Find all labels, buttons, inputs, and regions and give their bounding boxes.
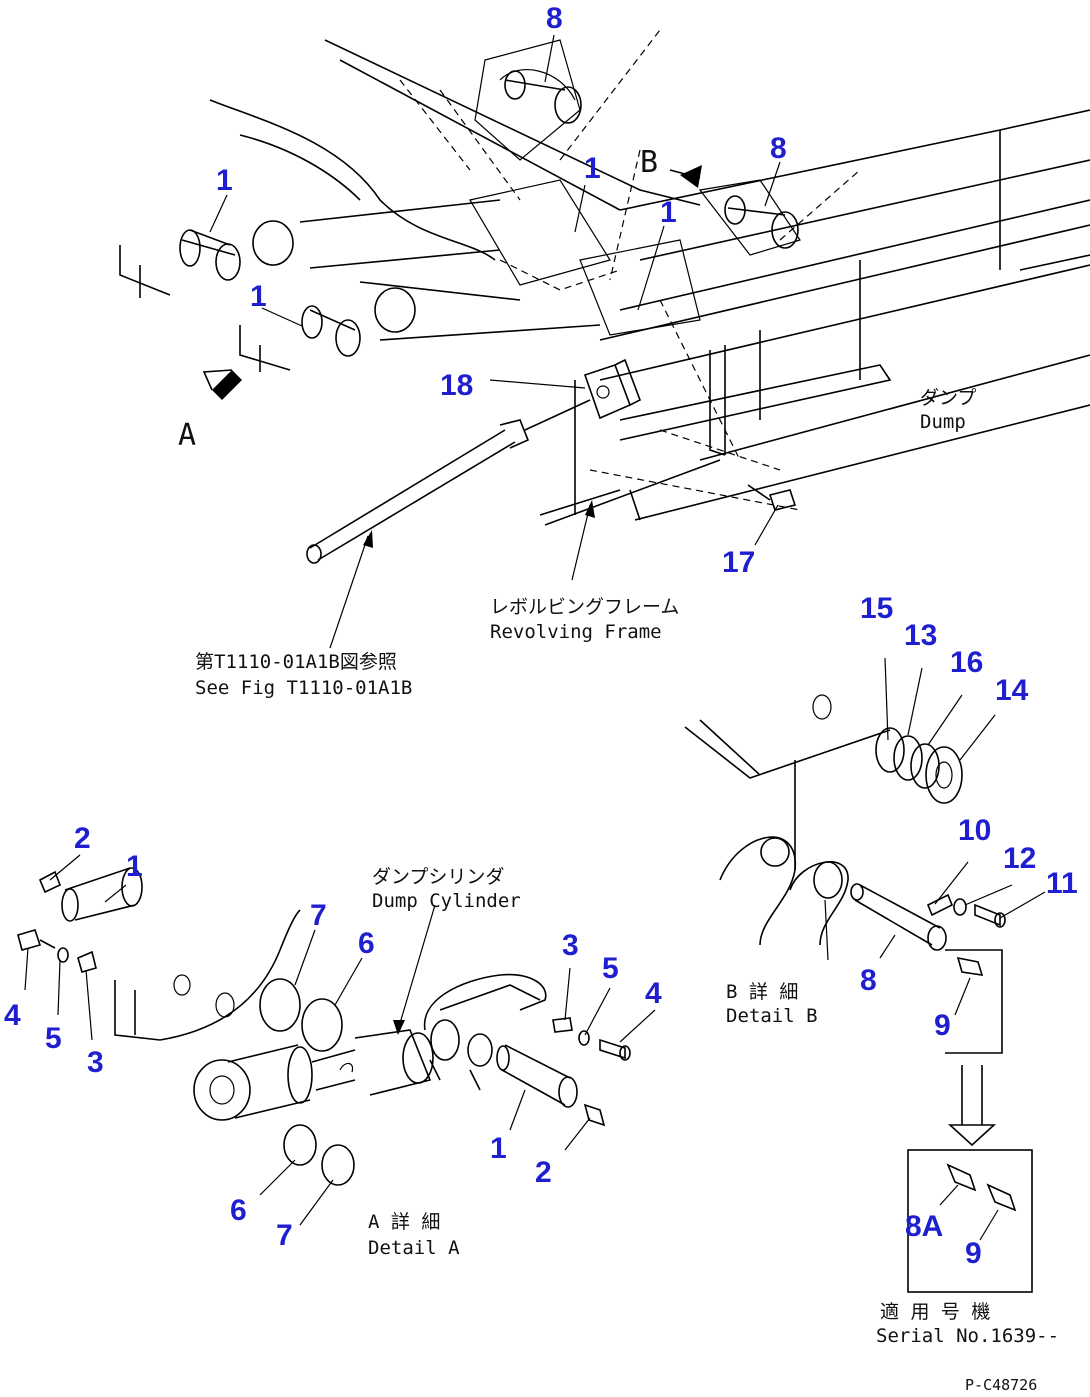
dump-label-jp: ダンプ bbox=[920, 387, 976, 409]
detail-b-label-jp: B 詳 細 bbox=[726, 981, 798, 1003]
callout-6-detail-a-bottom: 6 bbox=[230, 1194, 247, 1227]
callout-8-top-right: 8 bbox=[770, 132, 787, 165]
callout-13: 13 bbox=[904, 619, 937, 652]
callout-9-detail-b: 9 bbox=[934, 1009, 951, 1042]
callout-14: 14 bbox=[995, 674, 1029, 707]
callout-3-detail-a-left: 3 bbox=[87, 1046, 104, 1079]
callout-10: 10 bbox=[958, 814, 991, 847]
drawing-code: P-C48726 bbox=[965, 1376, 1037, 1394]
callout-1-detail-a-left: 1 bbox=[126, 850, 143, 883]
callout-1-detail-a-right: 1 bbox=[490, 1132, 507, 1165]
callout-1-top-left: 1 bbox=[216, 164, 233, 197]
callout-3-detail-a-right: 3 bbox=[562, 929, 579, 962]
dump-cylinder-label-jp: ダンプシリンダ bbox=[372, 866, 504, 888]
detail-a-label-jp: A 詳 細 bbox=[368, 1211, 440, 1233]
serial-label-jp: 適 用 号 機 bbox=[880, 1301, 990, 1323]
view-a-label: A bbox=[178, 418, 196, 453]
callout-15: 15 bbox=[860, 592, 893, 625]
callout-8-detail-b: 8 bbox=[860, 964, 877, 997]
callout-4-detail-a-right: 4 bbox=[645, 977, 662, 1010]
callout-2-detail-a-left: 2 bbox=[74, 822, 91, 855]
callout-12: 12 bbox=[1003, 842, 1036, 875]
callout-17: 17 bbox=[722, 546, 755, 579]
callout-18: 18 bbox=[440, 369, 473, 402]
revolving-frame-label-en: Revolving Frame bbox=[490, 621, 662, 643]
callout-9-serial-box: 9 bbox=[965, 1237, 982, 1270]
detail-a-view: 2 1 4 5 3 7 6 3 5 4 1 2 6 7 ダンプシリンダ Dump… bbox=[4, 822, 662, 1259]
detail-a-label-en: Detail A bbox=[368, 1237, 460, 1259]
detail-b-view: 15 13 16 14 10 12 11 8 9 8A 9 B 詳 細 Deta… bbox=[684, 592, 1078, 1347]
serial-label-en: Serial No.1639-- bbox=[876, 1325, 1059, 1347]
callout-7-detail-a-top: 7 bbox=[310, 899, 327, 932]
callout-8-top-left: 8 bbox=[546, 2, 563, 35]
callout-5-detail-a-right: 5 bbox=[602, 952, 619, 985]
see-fig-label-jp: 第T1110-01A1B図参照 bbox=[195, 651, 397, 673]
revolving-frame-label-jp: レボルビングフレーム bbox=[490, 596, 679, 618]
callout-11: 11 bbox=[1046, 867, 1078, 900]
callout-1-top-lower: 1 bbox=[250, 280, 267, 313]
callout-2-detail-a-right: 2 bbox=[535, 1156, 552, 1189]
callout-16: 16 bbox=[950, 646, 983, 679]
callout-7-detail-a-bottom: 7 bbox=[276, 1219, 293, 1252]
callout-1-top-center: 1 bbox=[584, 152, 601, 185]
dump-cylinder-label-en: Dump Cylinder bbox=[372, 890, 521, 912]
callout-4-detail-a-left: 4 bbox=[4, 999, 21, 1032]
callout-1-top-right: 1 bbox=[660, 196, 677, 229]
dump-label-en: Dump bbox=[920, 411, 966, 433]
see-fig-label-en: See Fig T1110-01A1B bbox=[195, 677, 412, 699]
main-assembly-view: 8 8 1 1 1 1 18 17 A B ダンプ Dump レボルビングフレー… bbox=[119, 2, 1090, 699]
callout-8a: 8A bbox=[905, 1210, 943, 1243]
callout-5-detail-a-left: 5 bbox=[45, 1022, 62, 1055]
callout-6-detail-a-top: 6 bbox=[358, 927, 375, 960]
view-b-label: B bbox=[640, 145, 658, 180]
detail-b-label-en: Detail B bbox=[726, 1005, 818, 1027]
